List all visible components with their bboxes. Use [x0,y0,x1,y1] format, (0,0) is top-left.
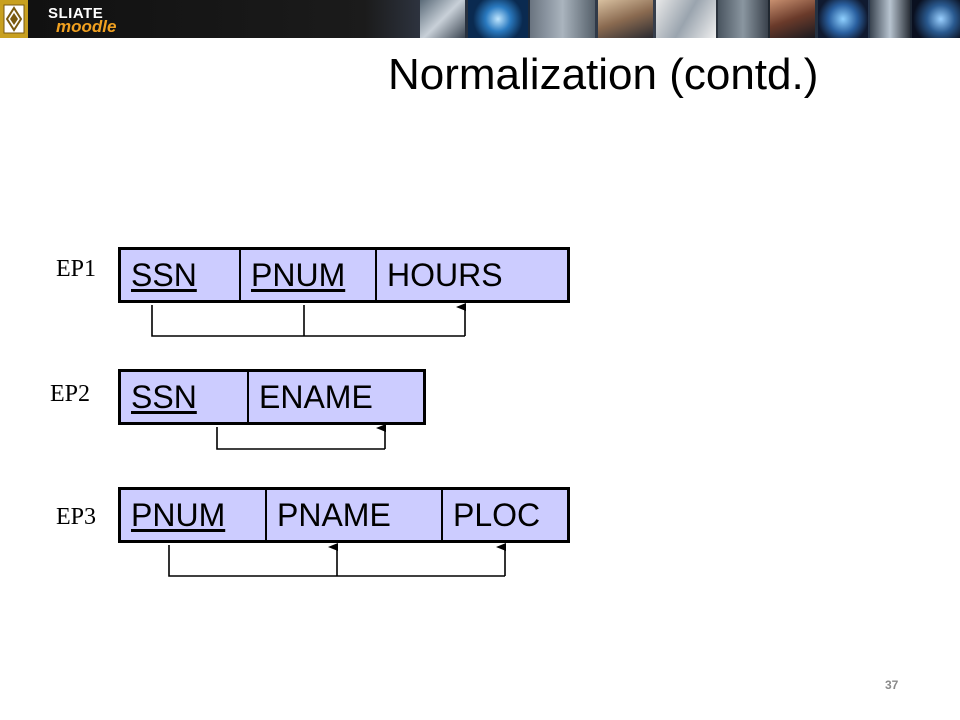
photo-tile-lab [870,0,910,38]
attribute-ssn: SSN [121,372,249,422]
slide-title: Normalization (contd.) [388,50,819,99]
photo-tile-keyboard [530,0,595,38]
fd-line-ep1 [151,305,465,337]
sliate-emblem-icon [0,0,28,38]
photo-tile-woman [770,0,815,38]
banner-photo-strip [410,0,960,38]
photo-tile-globe [468,0,528,38]
attribute-pnum: PNUM [241,250,377,300]
brand-name: SLIATE [48,5,104,22]
relation-ep2: SSN ENAME [118,369,426,425]
photo-tile-robot [420,0,465,38]
brand-logo: SLIATE moodle [34,3,144,36]
photo-tile-eye [912,0,960,38]
photo-tile-circuit [656,0,716,38]
header-banner: SLIATE moodle [0,0,960,38]
relation-label-ep1: EP1 [56,256,97,282]
fd-ep3 [168,543,506,577]
attribute-ploc: PLOC [453,496,541,533]
attribute-ename: ENAME [259,378,373,415]
relation-label-ep2: EP2 [50,381,91,407]
attribute-ssn: SSN [121,250,241,300]
fd-line-ep3 [168,545,505,577]
fd-ep2 [216,424,386,450]
page-number: 37 [885,678,899,692]
photo-tile-server [718,0,768,38]
attribute-hours: HOURS [387,256,503,293]
relation-ep3: PNUM PNAME PLOC [118,487,570,543]
fd-line-ep2 [216,427,385,450]
photo-tile-earth [818,0,868,38]
relation-label-ep3: EP3 [56,504,97,530]
brand-subname: moodle [56,17,117,36]
relation-ep1: SSN PNUM HOURS [118,247,570,303]
attribute-pname: PNAME [267,490,443,540]
attribute-pnum: PNUM [121,490,267,540]
fd-ep1 [151,303,466,337]
photo-tile-person [598,0,653,38]
